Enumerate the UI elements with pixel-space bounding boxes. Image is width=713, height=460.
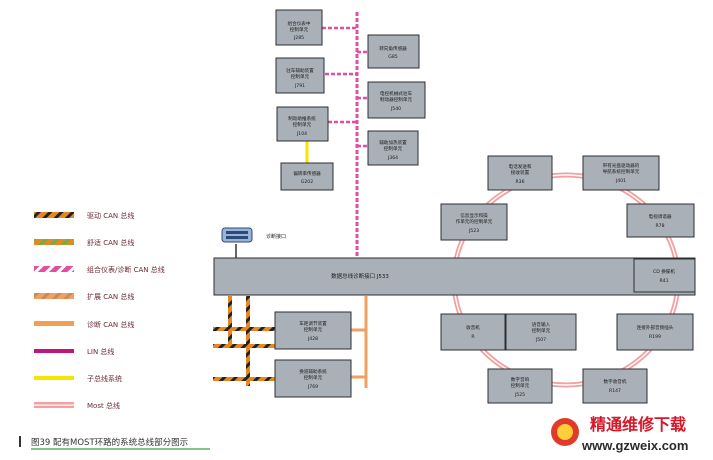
unit-combi-line1: 组合仪表中 [288,20,311,27]
legend-most-bus: Most 总线 [34,401,120,410]
unit-lane-line1: 换道辅助系统 [299,368,327,375]
combi-can-bus-line [322,12,368,258]
legend: 驱动 CAN 总线 舒适 CAN 总线 组合仪表/诊断 CAN 总线 扩展 CA… [34,211,165,410]
unit-aux-line1: 辅助加热装置 [379,139,407,146]
unit-parking-assist[interactable]: 驻车辅助装置 控制单元 J791 [275,57,325,94]
unit-sound-line1: 数字音响 [511,376,530,383]
unit-phone-line1: 电话发送和 [509,163,532,170]
legend-drive-can: 驱动 CAN 总线 [34,211,134,220]
unit-lane-line2: 控制单元 [304,374,323,381]
unit-display-line1: 信息显示和操 [460,212,488,219]
legend-extension-can-label: 扩展 CAN 总线 [87,292,134,301]
unit-combi-instrument[interactable]: 组合仪表中 控制单元 J285 [275,9,323,46]
unit-external-code: R199 [649,334,661,340]
legend-combi-can-label: 组合仪表/诊断 CAN 总线 [87,265,165,274]
legend-diagnostic-can: 诊断 CAN 总线 [34,320,134,329]
diagnostic-connector-label: 诊断接口 [266,233,286,240]
unit-radio-code: R [471,334,475,340]
watermark-logo: 精通维修下载 www.gzweix.com [551,415,688,453]
unit-parking-line2: 控制单元 [291,73,310,80]
legend-combi-can: 组合仪表/诊断 CAN 总线 [34,265,165,274]
unit-nav-code: J401 [615,178,626,184]
unit-digital-sound[interactable]: 数字音响 控制单元 J525 [487,368,553,404]
legend-drive-can-label: 驱动 CAN 总线 [87,211,134,220]
figure-caption: 图39 配有MOST环路的系统总线部分图示 [31,437,188,448]
unit-voice-line1: 语音输入 [532,321,551,328]
unit-parking-line1: 驻车辅助装置 [286,67,314,74]
unit-aux-code: J364 [387,155,398,161]
unit-aux-heater[interactable]: 辅助加热装置 控制单元 J364 [367,130,419,166]
caption-marker [19,436,21,447]
unit-cd-line1: CD 换碟机 [653,268,675,275]
unit-lane-code: J769 [307,384,318,390]
gateway-j533[interactable]: 数据总线诊断接口 J533 [213,257,696,296]
unit-steering-line1: 转向角传感器 [379,45,407,52]
unit-epb-line2: 制动器控制单元 [380,96,413,103]
unit-radio[interactable]: 收音机 R [440,313,506,351]
unit-phone[interactable]: 电话发送和 接收装置 R36 [487,155,553,191]
unit-headlight-line1: 车距调节装置 [299,320,327,327]
unit-yaw-sensor[interactable]: 偏转率传感器 G202 [280,162,334,191]
legend-extension-can: 扩展 CAN 总线 [34,292,134,301]
unit-radio-line1: 收音机 [466,324,480,331]
unit-voice-code: J507 [535,337,546,343]
gateway-label: 数据总线诊断接口 J533 [331,272,389,280]
legend-lin-bus-label: LIN 总线 [87,347,114,356]
unit-display-line2: 作单元的控制单元 [456,218,493,225]
watermark-url-text: www.gzweix.com [581,438,688,453]
unit-sound-line2: 控制单元 [511,382,530,389]
unit-brake-booster[interactable]: 制动助推系统 控制单元 J104 [276,106,329,142]
legend-comfort-can-label: 舒适 CAN 总线 [87,238,134,247]
watermark-cn-text: 精通维修下载 [590,415,686,434]
unit-phone-line2: 接收装置 [511,169,530,176]
extension-can-bus-line [351,296,368,388]
unit-nav-line1: 带有光盘驱动器的 [603,162,640,169]
unit-voice-line2: 控制单元 [532,327,551,334]
legend-lin-bus: LIN 总线 [34,347,114,356]
unit-display-control[interactable]: 信息显示和操 作单元的控制单元 J523 [440,203,508,241]
legend-diagnostic-can-label: 诊断 CAN 总线 [87,320,134,329]
unit-digital-radio[interactable]: 数字收音机 R147 [582,368,648,404]
unit-navigation[interactable]: 带有光盘驱动器的 导航系统控制单元 J401 [582,155,660,191]
legend-sub-bus-label: 子总线系统 [87,374,122,383]
unit-aux-line2: 控制单元 [384,145,403,152]
unit-yaw-code: G202 [301,179,313,185]
unit-epb-line1: 电控机械式驻车 [380,90,413,97]
unit-external-line1: 连接外部音频插头 [637,324,674,331]
unit-brake-line2: 控制单元 [293,121,312,128]
legend-comfort-can: 舒适 CAN 总线 [34,238,134,247]
drive-can-bus-lines [213,296,275,386]
unit-dradio-code: R147 [609,388,621,394]
unit-phone-code: R36 [515,179,524,185]
unit-tv-line1: 电视调谐器 [649,213,672,220]
unit-headlight-code: J428 [307,336,318,342]
unit-lane-change[interactable]: 换道辅助系统 控制单元 J769 [274,359,352,398]
unit-tv-tuner[interactable]: 电视调谐器 R78 [626,203,695,238]
unit-cd-code: R41 [659,278,668,284]
unit-dradio-line1: 数字收音机 [604,378,627,385]
unit-brake-code: J104 [296,131,307,137]
unit-yaw-line1: 偏转率传感器 [293,170,321,177]
unit-sound-code: J525 [514,392,525,398]
unit-steering-code: G85 [388,54,397,60]
unit-combi-code: J285 [293,35,304,41]
unit-external-media[interactable]: 连接外部音频插头 R199 [616,313,694,351]
unit-display-code: J523 [468,228,479,234]
legend-sub-bus: 子总线系统 [34,374,122,383]
unit-epb[interactable]: 电控机械式驻车 制动器控制单元 J540 [367,81,426,119]
unit-headlight-range[interactable]: 车距调节装置 控制单元 J428 [274,311,352,350]
unit-epb-code: J540 [390,106,401,112]
unit-combi-line2: 控制单元 [290,26,309,33]
unit-tv-code: R78 [655,223,664,229]
unit-nav-line2: 导航系统控制单元 [603,168,640,175]
diagnostic-connector-icon[interactable] [221,227,253,243]
legend-most-bus-label: Most 总线 [87,401,120,410]
unit-steering-angle-sensor[interactable]: 转向角传感器 G85 [367,34,420,69]
unit-cd-changer[interactable]: CD 换碟机 R41 [633,258,696,293]
unit-headlight-line2: 控制单元 [304,326,323,333]
unit-parking-code: J791 [294,83,305,89]
unit-brake-line1: 制动助推系统 [288,115,316,122]
unit-voice-input[interactable]: 语音输入 控制单元 J507 [505,313,577,351]
